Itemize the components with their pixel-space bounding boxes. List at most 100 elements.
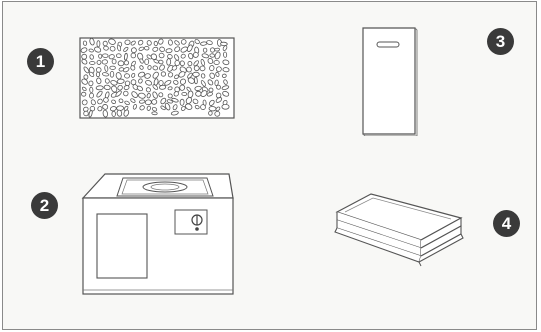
gravel-pebble (214, 47, 220, 52)
gravel-pebble (130, 65, 136, 71)
gravel-pebble (200, 104, 206, 110)
gravel-pebble (144, 45, 150, 51)
gravel-pebble (90, 99, 96, 106)
gravel-pebble (215, 71, 220, 77)
gravel-pebble (109, 65, 116, 70)
gravel-pebble (172, 104, 178, 111)
gravel-pebble (96, 40, 101, 48)
gravel-pebble (96, 77, 102, 85)
gravel-pebble (187, 77, 195, 84)
gravel-pebble (98, 53, 103, 59)
gravel-pebble (187, 72, 193, 79)
item-3-badge: 3 (487, 28, 514, 55)
gravel-pebble (208, 106, 217, 112)
gravel-pebble (89, 86, 94, 93)
gravel-pebble (170, 110, 179, 116)
gravel-pebble (103, 84, 111, 91)
gravel-pebble (160, 71, 166, 77)
gravel-pebble (213, 59, 220, 66)
gravel-pebble (223, 51, 228, 58)
gravel-pebble (81, 78, 88, 85)
gravel-pebble (116, 78, 125, 84)
gravel-pebble (130, 52, 137, 59)
gravel-pebble (102, 40, 108, 47)
gravel-pebble (159, 64, 165, 71)
gravel-pebble (200, 41, 208, 46)
gravel-pebble (158, 52, 165, 59)
gravel-pebble (159, 46, 165, 52)
gravel-pebble (179, 60, 185, 67)
gravel-pebble (146, 93, 151, 99)
gravel-pebble (178, 71, 186, 78)
gravel-pebble (83, 74, 89, 80)
gravel-pebble (208, 110, 213, 116)
gravel-pebble (97, 106, 103, 112)
gravel-pebble (180, 106, 186, 111)
gravel-pebble (139, 105, 145, 111)
gravel-pebble (207, 79, 214, 86)
gravel-pebble (171, 97, 179, 103)
gravel-pebble (145, 80, 153, 86)
gravel-pebble (216, 66, 222, 73)
gravel-pebble (89, 92, 94, 99)
gravel-pebble (164, 79, 172, 86)
gravel-pebble (123, 60, 129, 66)
gravel-pebble (167, 86, 173, 91)
gravel-pebble (153, 40, 158, 47)
gravel-pebble (102, 104, 109, 110)
gravel-pebble (115, 90, 122, 97)
gravel-pebble (123, 105, 129, 111)
gravel-pebble (221, 85, 230, 90)
gravel-pebble (186, 66, 192, 73)
gravel-pebble (173, 79, 179, 85)
gravel-pebble (174, 40, 180, 46)
gravel-pebble (167, 64, 174, 72)
gravel-pebble (188, 52, 194, 60)
gravel-pebble (89, 37, 95, 46)
gravel-pebble (80, 47, 88, 53)
gravel-pebble (144, 58, 150, 65)
gravel-pebble (111, 58, 117, 65)
gravel-pebble (104, 78, 110, 84)
gravel-pebble (139, 65, 144, 70)
gravel-pebble (147, 65, 152, 70)
item-2-badge: 2 (31, 192, 58, 219)
gravel-pebble (95, 71, 101, 78)
gravel-pebble (165, 48, 173, 54)
gravel-pebble (138, 99, 146, 104)
gravel-pebble (171, 65, 178, 71)
gravel-pebble (144, 99, 152, 106)
gravel-pebble (96, 59, 102, 65)
gravel-pebble (174, 46, 181, 53)
gravel-pebble (209, 53, 215, 58)
gravel-pebble (202, 47, 208, 53)
item-1-badge: 1 (27, 48, 54, 75)
gravel-pebble (194, 104, 200, 110)
gravel-pebble (194, 76, 198, 85)
gravel-pebble (131, 91, 138, 98)
gravel-pebble (108, 54, 115, 60)
gravel-pebble (174, 74, 179, 80)
gravel-pebble (167, 93, 173, 99)
gravel-pebble (193, 60, 199, 67)
gravel-pebble (94, 46, 102, 53)
gravel-pebble (109, 71, 115, 78)
gravel-pebble (82, 40, 88, 46)
gravel-pebble (145, 87, 151, 93)
gravel-pebble (185, 103, 193, 110)
gravel-pebble (81, 86, 87, 92)
gravel-pebble (118, 98, 124, 104)
gravel-pebble (124, 73, 130, 79)
gravel-pebble (201, 53, 210, 59)
gravel-pebble (207, 58, 214, 64)
gravel-pebble (151, 106, 158, 112)
gravel-pebble (194, 85, 202, 91)
gravel-pebble (88, 48, 94, 53)
gravel-pebble (179, 84, 186, 91)
gravel-pebble (160, 97, 167, 105)
gravel-pebble (83, 110, 89, 117)
gravel-pebble (138, 46, 145, 51)
gravel-pebble (123, 67, 130, 73)
gravel-pebble (83, 66, 90, 74)
folded-cover-icon (334, 193, 464, 267)
